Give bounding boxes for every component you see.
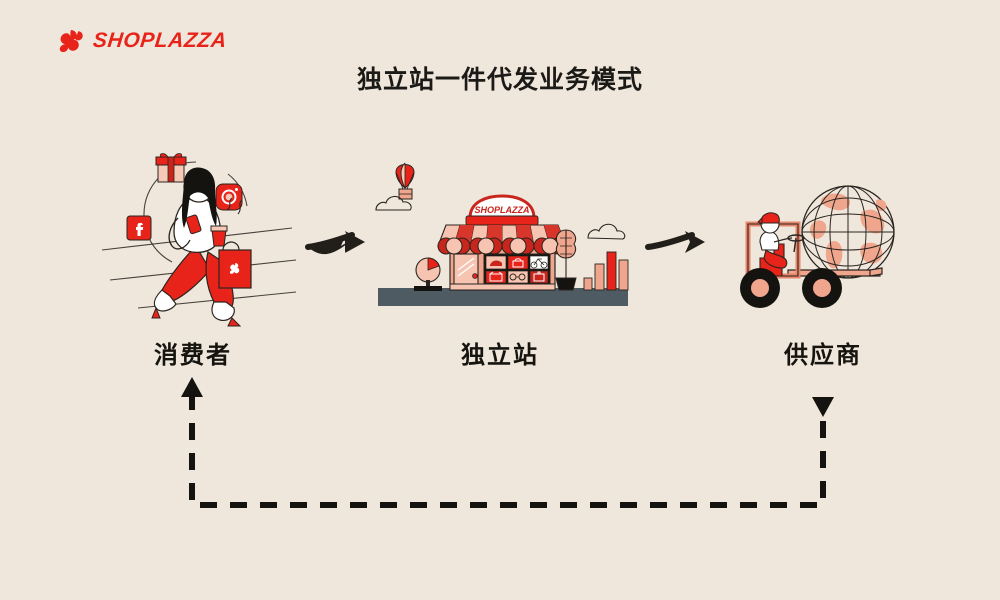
dashed-return-connector	[170, 375, 850, 520]
page-title: 独立站一件代发业务模式	[356, 66, 643, 94]
node-label-consumer: 消费者	[154, 342, 232, 369]
potted-tree-icon	[555, 229, 577, 291]
store-sign-text: SHOPLAZZA	[475, 205, 530, 215]
parachute-package-icon	[395, 162, 415, 200]
shoplazza-flower-mark-icon	[59, 29, 83, 53]
return-path-artwork	[181, 377, 834, 508]
high-heel-shoes	[151, 289, 242, 327]
cloud-icon-left	[375, 195, 412, 211]
driver-with-cap	[757, 212, 793, 269]
pie-chart-sign	[414, 257, 442, 291]
ground-platform	[378, 288, 628, 306]
globe-icon	[801, 185, 895, 279]
forklift-wheels	[740, 268, 842, 308]
node-label-store: 独立站	[461, 342, 539, 369]
smartphone-icon	[185, 214, 202, 235]
supplier-artwork	[740, 185, 895, 308]
right-arrow-icon	[645, 231, 705, 253]
return-arrow-down-icon	[812, 397, 834, 417]
brand-logo: SHOPLAZZA	[58, 28, 228, 54]
consumer-illustration	[100, 140, 300, 330]
consumer-artwork	[101, 153, 297, 327]
product-window-grid	[483, 253, 551, 285]
brand-name: SHOPLAZZA	[91, 29, 228, 52]
facebook-icon	[126, 215, 152, 241]
shopping-bag-icon	[218, 241, 252, 289]
return-arrow-up-icon	[181, 377, 203, 397]
coffee-cup-icon	[210, 225, 228, 247]
forklift-truck	[740, 212, 883, 308]
supplier-illustration	[730, 180, 910, 315]
gift-box-icon	[155, 153, 187, 183]
bar-chart-shapes	[583, 251, 629, 291]
storefront: SHOPLAZZA	[437, 194, 567, 291]
instagram-camera-icon	[215, 183, 243, 211]
node-label-supplier: 供应商	[784, 342, 862, 369]
cloud-icon-right	[587, 223, 626, 240]
store-illustration: SHOPLAZZA	[370, 160, 640, 325]
arrow-store-to-supplier	[645, 222, 707, 271]
store-artwork: SHOPLAZZA	[375, 162, 629, 306]
arrow-consumer-to-store	[305, 222, 367, 271]
right-arrow-icon	[305, 231, 365, 255]
steering-wheel-icon	[787, 234, 805, 253]
